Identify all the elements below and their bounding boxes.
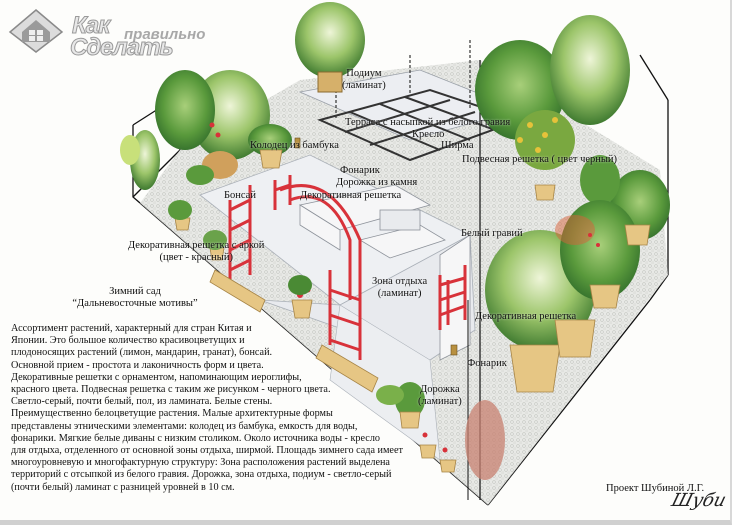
description-line: фонарики. Мягкие белые диваны с низким с… <box>11 432 381 444</box>
planter-boxes <box>209 269 379 393</box>
plan-title: Зимний сад “Дальневосточные мотивы” <box>50 286 220 310</box>
label-well: Колодец из бамбука <box>250 140 339 151</box>
label-hanging-grid: Подвесная решетка ( цвет черный) <box>462 154 618 165</box>
logo-word-pravilno: правильно <box>124 26 206 43</box>
label-terrace: Терраса с насыпкой из белого гравия <box>345 117 511 128</box>
description-line: Преимущественно белоцветущие растения. М… <box>11 408 333 420</box>
red-trellis <box>228 175 467 360</box>
description-line: (почти белый) ламинат с разницей уровней… <box>11 481 235 493</box>
label-rest-zone: Зона отдыха (ламинат) <box>372 276 427 300</box>
label-armchair: Кресло <box>412 129 445 140</box>
label-podium: Подиум (ламинат) <box>342 68 386 92</box>
label-deco-grid-right: Декоративная решетка <box>475 311 577 322</box>
description-line: Основной прием - простота и лаконичность… <box>11 359 264 371</box>
description-line: Декоративные решетки с орнаментом, напом… <box>11 371 302 383</box>
description-line: Светло-серый, почти белый, пол, из ламин… <box>11 396 273 408</box>
description-line: территорий с отсыпкой из белого гравия. … <box>11 469 392 481</box>
description-line: Ассортимент растений, характерный для ст… <box>11 323 252 334</box>
description-line: плодоносящих растений (лимон, мандарин, … <box>11 347 273 359</box>
label-arch-grid-sub: (цвет - красный) <box>159 252 233 263</box>
label-bonsai: Бонсай <box>224 190 256 201</box>
label-lantern-top: Фонарик <box>340 165 380 176</box>
label-lantern-right: Фонарик <box>467 358 507 369</box>
label-deco-grid-top: Декоративная решетка <box>300 190 402 201</box>
label-path-sub: (ламинат) <box>418 396 462 407</box>
label-arch-grid-text: Декоративная решетка с аркой <box>128 240 265 251</box>
label-podium-sub: (ламинат) <box>342 80 386 91</box>
description-line: Японии. Это большое количество красивоцв… <box>11 335 245 347</box>
label-screen: Ширма <box>441 140 474 151</box>
plan-title-line2: “Дальневосточные мотивы” <box>72 298 198 309</box>
project-credit: Проект Шубиной Л.Г. <box>606 483 705 494</box>
label-white-gravel: Белый гравий <box>461 228 523 239</box>
logo-word-kak: Как <box>71 12 110 40</box>
lanterns <box>294 137 458 356</box>
signature: Шуби <box>669 490 729 511</box>
label-podium-text: Подиум <box>346 68 382 79</box>
logo-word-sdelat: Сделать <box>70 34 175 62</box>
description-line: красного цвета. Подвесная решетка с таки… <box>11 384 331 396</box>
label-arch-grid: Декоративная решетка с аркой (цвет - кра… <box>128 240 264 264</box>
description-line: для отдыха, отделенного от основной зоны… <box>11 445 403 457</box>
plants <box>120 2 670 480</box>
site-logo[interactable]: Как правильно Сделать <box>8 6 238 62</box>
label-path-text: Дорожка <box>420 384 460 395</box>
label-rest-zone-sub: (ламинат) <box>377 288 422 299</box>
label-stone-path: Дорожка из камня <box>336 177 418 188</box>
plan-description: Ассортимент растений, характерный для ст… <box>11 323 403 494</box>
description-line: многоуровневую и многофактурную структур… <box>11 457 390 469</box>
label-rest-zone-text: Зона отдыха <box>372 276 428 287</box>
label-path: Дорожка (ламинат) <box>418 384 462 408</box>
plan-title-line1: Зимний сад <box>109 286 161 297</box>
description-line: представлены этническими элементами: кол… <box>11 420 358 432</box>
house-diamond-icon <box>8 9 64 53</box>
sofas <box>298 184 471 361</box>
